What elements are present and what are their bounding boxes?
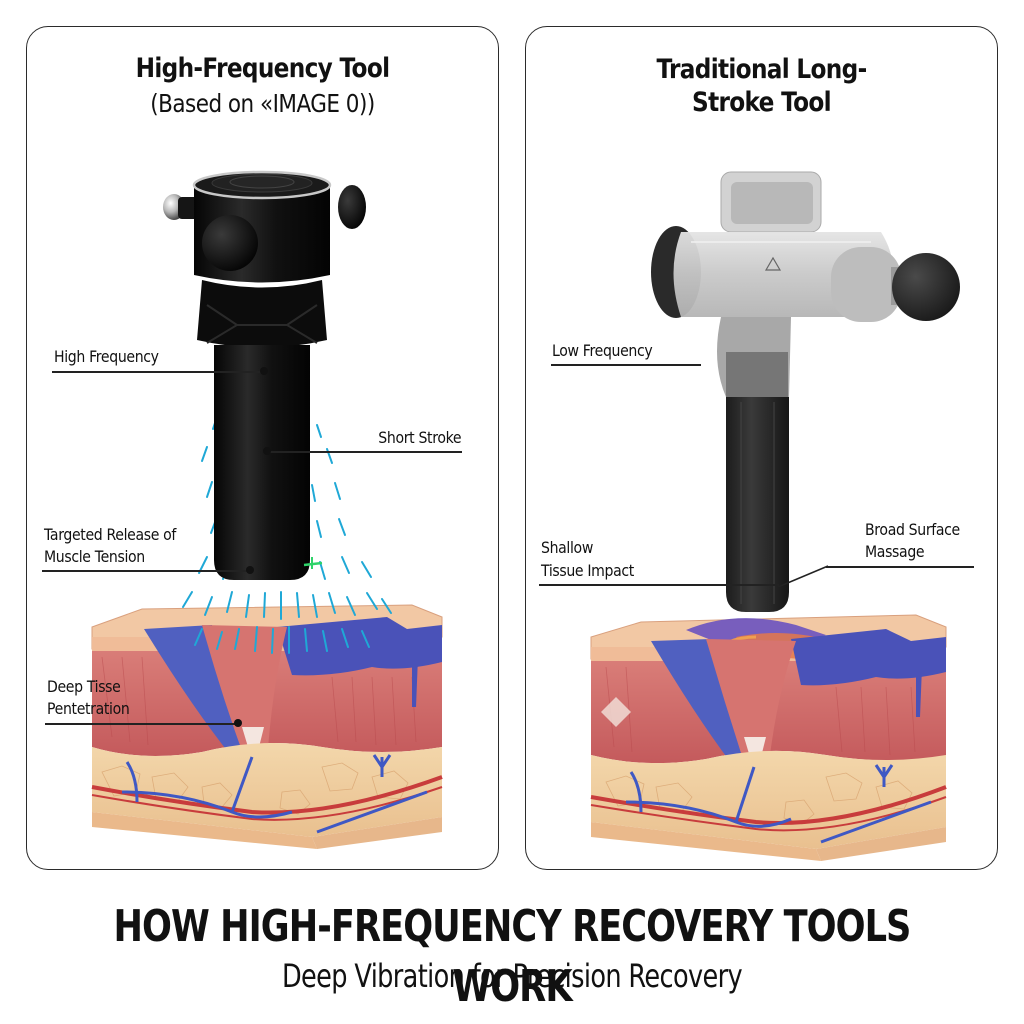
leader-line (539, 584, 779, 586)
footer-title: HOW HIGH-FREQUENCY RECOVERY TOOLS WORK (113, 901, 912, 1012)
callout-dot (234, 719, 242, 727)
panel-title: High-Frequency Tool (135, 53, 390, 84)
leader-line (267, 451, 462, 453)
high-frequency-tool-panel: High-Frequency Tool (Based on «IMAGE 0)) (26, 26, 499, 870)
callout-shallow-line2: Tissue Impact (541, 561, 634, 580)
traditional-massage-gun-image (651, 171, 960, 612)
leader-line (52, 371, 264, 373)
footer-subtitle: Deep Vibration for Precision Recovery (281, 957, 743, 995)
leader-line-diagonal (777, 565, 829, 588)
leader-line (45, 723, 238, 725)
tissue-cross-section-illustration (590, 614, 947, 861)
callout-deep-tissue-line2: Pentetration (47, 699, 130, 718)
callout-targeted-release-line1: Targeted Release of (44, 525, 177, 544)
callout-dot (263, 447, 271, 455)
leader-line (42, 570, 250, 572)
callout-targeted-release-line2: Muscle Tension (44, 547, 145, 566)
callout-short-stroke: Short Stroke (378, 428, 461, 447)
callout-high-frequency: High Frequency (54, 347, 159, 366)
panel-subtitle: (Based on «IMAGE 0)) (150, 89, 375, 118)
callout-deep-tissue-line1: Deep Tisse (47, 677, 121, 696)
callout-dot (246, 566, 254, 574)
panel-title-line1: Traditional Long- (656, 54, 867, 85)
callout-broad-line1: Broad Surface (865, 520, 960, 539)
callout-shallow-line1: Shallow (541, 538, 593, 557)
leader-line (551, 364, 701, 366)
callout-dot (260, 367, 268, 375)
callout-low-frequency: Low Frequency (552, 341, 653, 360)
high-frequency-massager-image (163, 170, 366, 580)
traditional-tool-panel: Traditional Long- Stroke Tool (525, 26, 998, 870)
callout-broad-line2: Massage (865, 542, 925, 561)
leader-line (826, 566, 974, 568)
panel-title-line2: Stroke Tool (692, 87, 832, 118)
